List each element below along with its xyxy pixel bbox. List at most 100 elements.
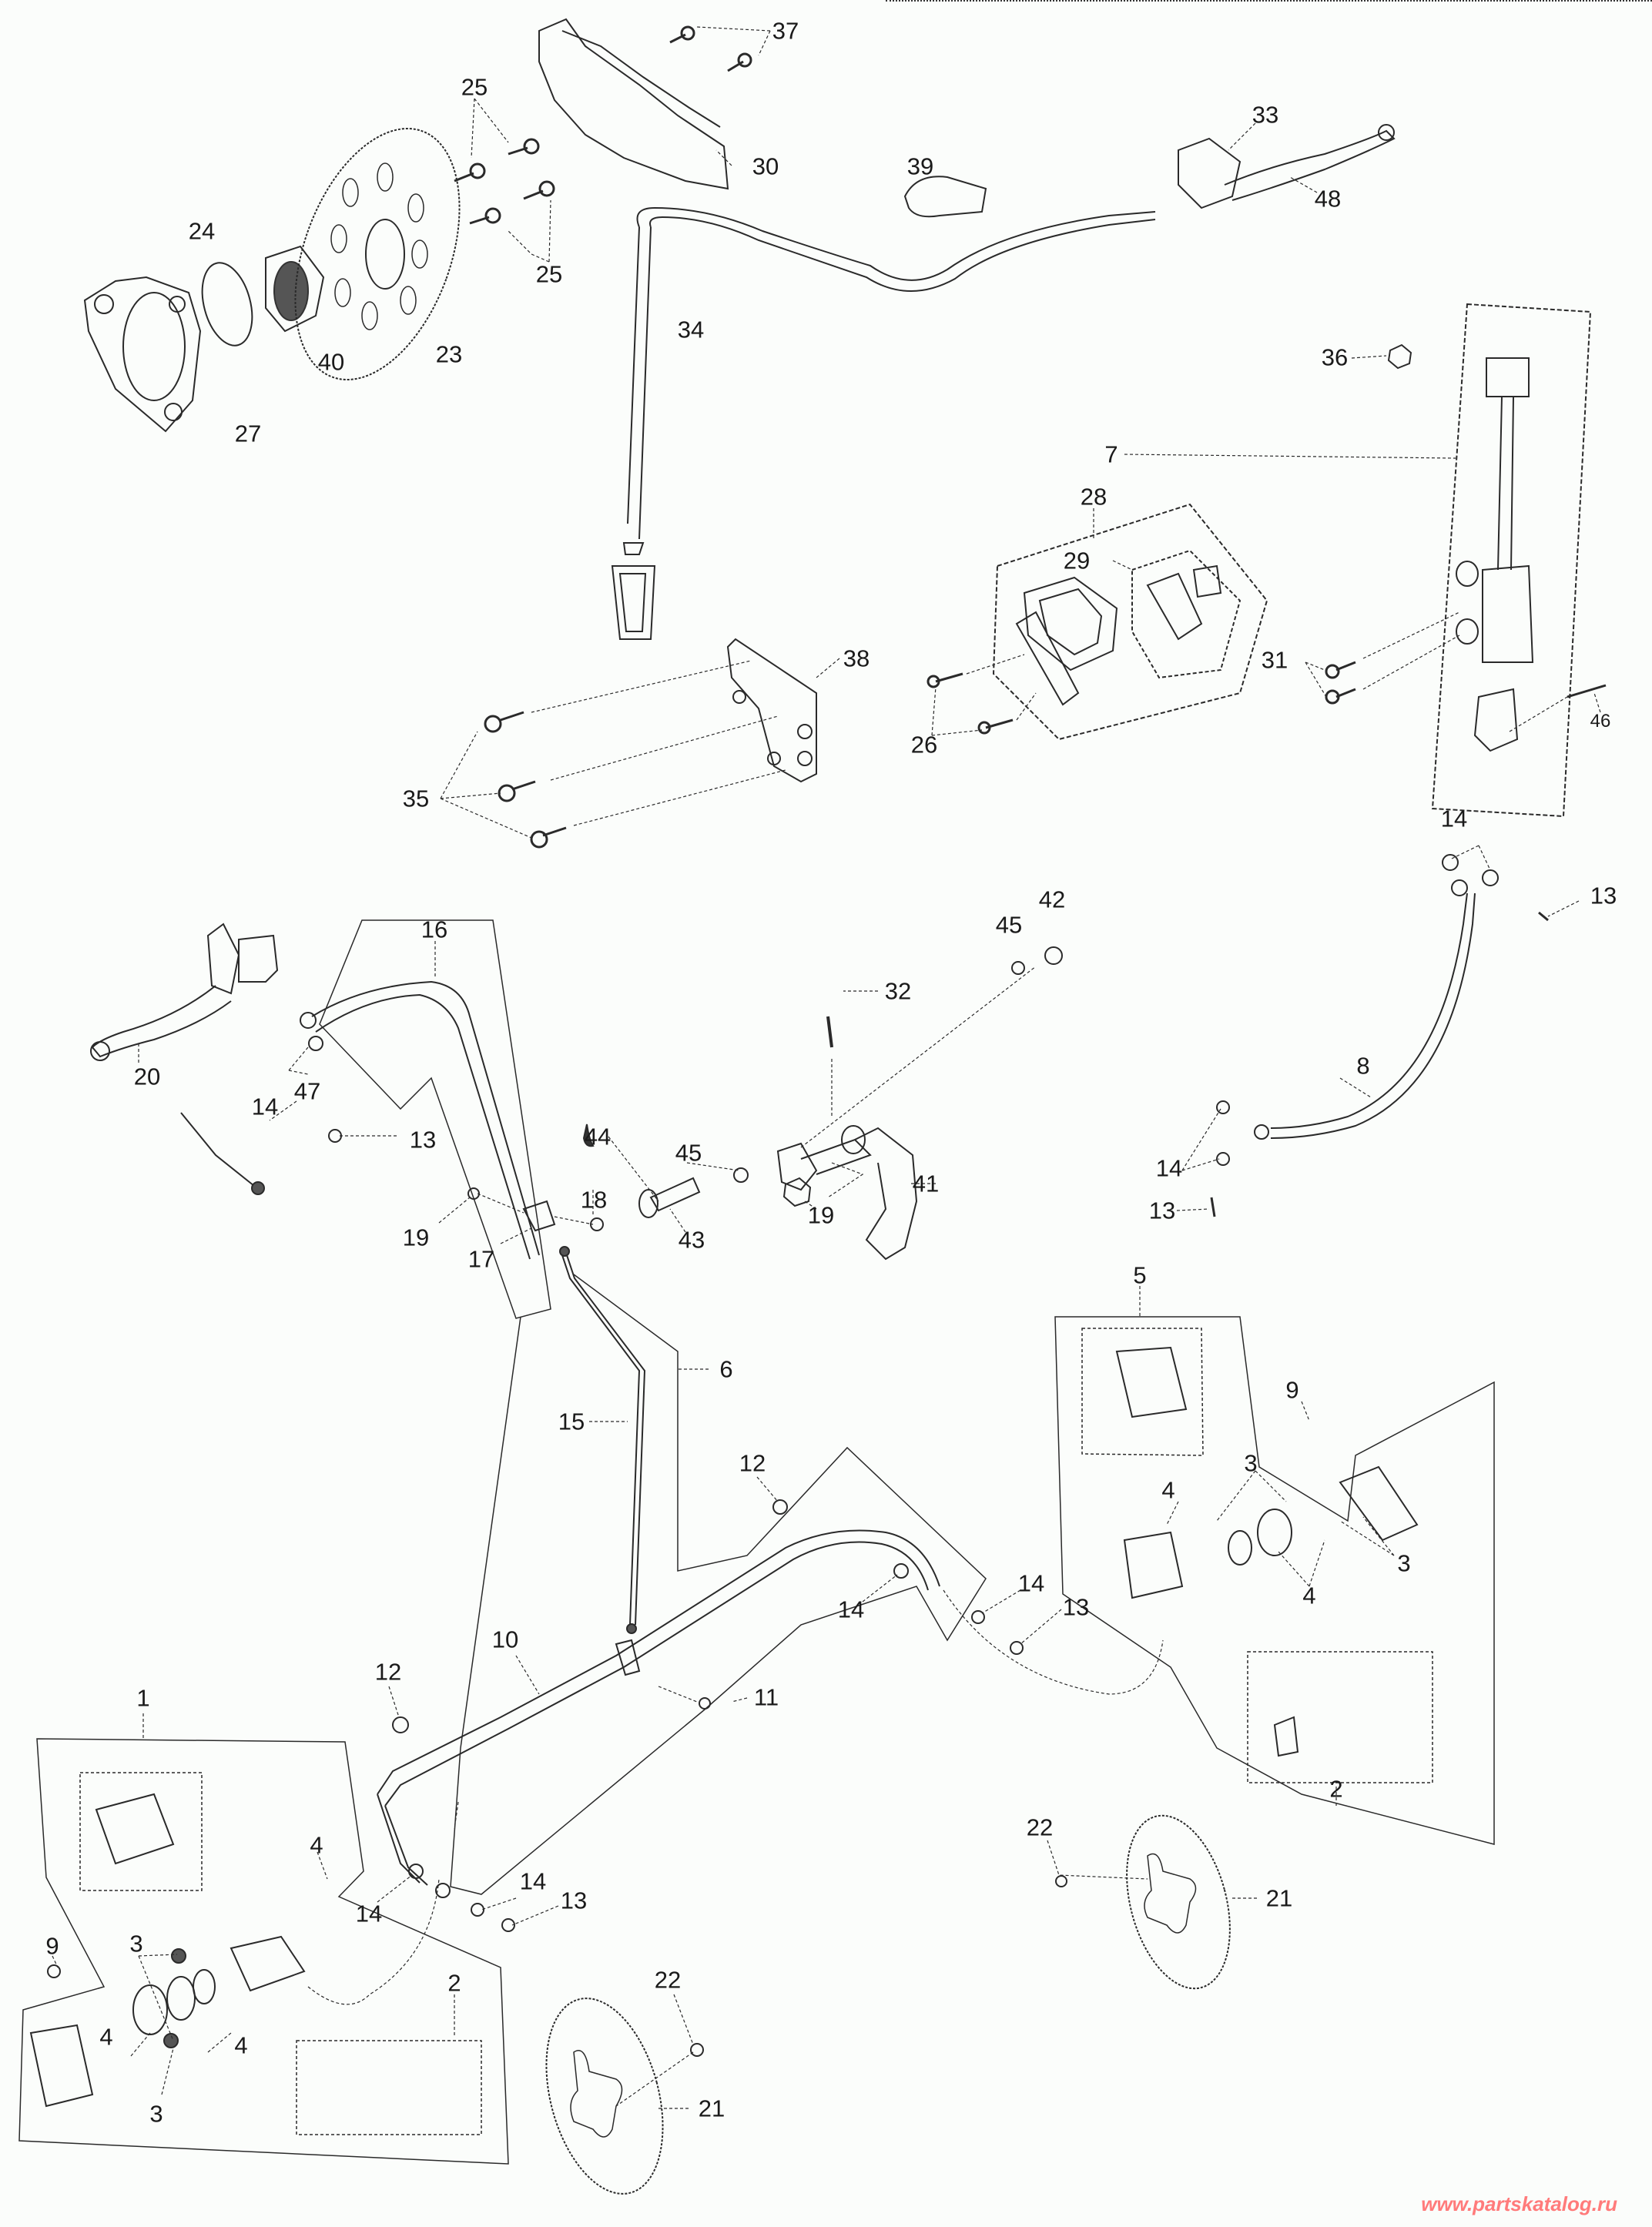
brake-disc-21-right xyxy=(1126,1814,1231,1990)
brake-hose-8 xyxy=(1210,854,1549,1217)
brake-pipe-10 xyxy=(377,1529,940,1886)
clip-12b xyxy=(392,1716,409,1733)
callout-7-master-cylinder[interactable]: 7 xyxy=(1104,440,1118,468)
callout-10-brake-pipe[interactable]: 10 xyxy=(491,1626,519,1653)
callout-14-washer[interactable]: 14 xyxy=(1440,805,1468,832)
callout-5-rear-caliper-assembly[interactable]: 5 xyxy=(1133,1261,1147,1289)
callout-45-washer[interactable]: 45 xyxy=(675,1139,702,1167)
brake-lever-48 xyxy=(1178,124,1396,209)
nut-19 xyxy=(782,1177,812,1207)
callout-42-washer[interactable]: 42 xyxy=(1038,886,1066,913)
callout-27-caliper-bracket[interactable]: 27 xyxy=(234,420,262,447)
callout-13-bolt[interactable]: 13 xyxy=(1062,1593,1090,1621)
fitting-14-13 xyxy=(893,1563,1024,1655)
callout-18-bolt[interactable]: 18 xyxy=(580,1186,608,1214)
callout-13-bolt[interactable]: 13 xyxy=(560,1887,588,1914)
callout-28-caliper-assembly[interactable]: 28 xyxy=(1080,483,1107,511)
o-ring-24 xyxy=(201,262,253,347)
callout-43-pivot-bolt[interactable]: 43 xyxy=(678,1226,705,1254)
line-frame-6 xyxy=(450,1274,987,1895)
screws-31 xyxy=(1325,661,1356,705)
lever-assembly-20 xyxy=(90,923,279,1061)
screws-26 xyxy=(927,672,1014,735)
callout-11-screw[interactable]: 11 xyxy=(753,1683,779,1711)
callout-2-brake-pad-kit[interactable]: 2 xyxy=(447,1969,461,1997)
callout-30-disc-guard[interactable]: 30 xyxy=(752,152,779,180)
callout-9-bolt[interactable]: 9 xyxy=(45,1932,59,1960)
brake-pipe-15 xyxy=(559,1246,646,1634)
callout-4-piston[interactable]: 4 xyxy=(99,2023,113,2051)
callout-39-clamp[interactable]: 39 xyxy=(906,152,934,180)
callout-22-screw[interactable]: 22 xyxy=(1026,1813,1054,1841)
callout-8-brake-hose[interactable]: 8 xyxy=(1356,1052,1370,1080)
callout-40-hub[interactable]: 40 xyxy=(317,348,345,376)
callout-36-nut[interactable]: 36 xyxy=(1321,343,1349,371)
callout-9-bolt[interactable]: 9 xyxy=(1285,1376,1299,1404)
callout-22-screw[interactable]: 22 xyxy=(654,1966,682,1994)
hose-frame-16 xyxy=(319,919,551,1319)
caliper-assembly-28 xyxy=(992,503,1268,741)
callout-17-bracket[interactable]: 17 xyxy=(467,1245,495,1273)
callout-25-screw[interactable]: 25 xyxy=(535,260,563,288)
callout-19-nut[interactable]: 19 xyxy=(402,1224,430,1251)
callout-14-washer[interactable]: 14 xyxy=(1017,1569,1045,1597)
screws-35 xyxy=(484,711,567,849)
callout-35-screw[interactable]: 35 xyxy=(402,785,430,812)
washer-42 xyxy=(1044,946,1063,965)
callout-13-bolt[interactable]: 13 xyxy=(1148,1197,1176,1224)
callout-3-slide-pin[interactable]: 3 xyxy=(1397,1549,1411,1577)
front-caliper-body xyxy=(29,1793,306,2108)
callout-14-washer[interactable]: 14 xyxy=(251,1093,279,1120)
brake-hose-16 xyxy=(300,980,540,1260)
callout-47-switch[interactable]: 47 xyxy=(293,1077,321,1105)
rear-caliper-body xyxy=(1115,1346,1419,1757)
nut-36 xyxy=(1387,343,1412,370)
callout-21-brake-disc[interactable]: 21 xyxy=(698,2095,725,2122)
callout-12-clip[interactable]: 12 xyxy=(374,1658,402,1686)
callout-48-brake-lever[interactable]: 48 xyxy=(1314,185,1342,213)
callout-23-brake-disc[interactable]: 23 xyxy=(435,340,463,368)
callout-3-slide-pin[interactable]: 3 xyxy=(1244,1449,1258,1477)
callout-21-brake-disc[interactable]: 21 xyxy=(1265,1884,1293,1912)
callout-37-screw[interactable]: 37 xyxy=(772,17,799,45)
watermark[interactable]: www.partskatalog.ru xyxy=(1421,2192,1617,2215)
callout-14-washer[interactable]: 14 xyxy=(837,1596,865,1623)
caliper-bracket-27 xyxy=(83,276,202,433)
callout-20-lever-assembly[interactable]: 20 xyxy=(133,1063,161,1090)
callout-31-screw[interactable]: 31 xyxy=(1261,646,1288,674)
callout-4-bleeder[interactable]: 4 xyxy=(310,1831,323,1859)
hub-40 xyxy=(265,245,325,333)
callout-15-brake-pipe[interactable]: 15 xyxy=(558,1408,585,1435)
callout-16-brake-hose[interactable]: 16 xyxy=(421,916,448,943)
callout-41-brake-pedal[interactable]: 41 xyxy=(912,1170,940,1197)
callout-3-slide-pin[interactable]: 3 xyxy=(149,2100,163,2128)
callout-34-cable[interactable]: 34 xyxy=(677,316,705,343)
callout-13-bolt[interactable]: 13 xyxy=(1590,882,1617,909)
disc-guard-30 xyxy=(538,18,729,190)
callout-6-brake-line-assembly[interactable]: 6 xyxy=(719,1355,733,1383)
callout-45-washer[interactable]: 45 xyxy=(995,911,1023,939)
callout-12-clip[interactable]: 12 xyxy=(739,1449,766,1477)
callout-13-bolt[interactable]: 13 xyxy=(409,1126,437,1154)
callout-33-lever-bracket[interactable]: 33 xyxy=(1252,101,1279,129)
callout-26-screw[interactable]: 26 xyxy=(910,731,938,759)
callout-14-washer[interactable]: 14 xyxy=(355,1900,383,1927)
callout-44-grease[interactable]: 44 xyxy=(584,1123,612,1150)
callout-32-spring[interactable]: 32 xyxy=(884,977,912,1005)
callout-46-pin[interactable]: 46 xyxy=(1590,711,1611,732)
callout-14-washer[interactable]: 14 xyxy=(1155,1154,1183,1182)
callout-2-brake-pad-kit[interactable]: 2 xyxy=(1329,1775,1343,1803)
callout-4-bleeder[interactable]: 4 xyxy=(1161,1476,1175,1504)
callout-25-screw[interactable]: 25 xyxy=(461,73,488,101)
callout-1-front-caliper-assembly[interactable]: 1 xyxy=(136,1684,150,1712)
callout-4-piston-seal[interactable]: 4 xyxy=(234,2031,248,2059)
callout-3-slide-pin[interactable]: 3 xyxy=(129,1930,143,1957)
callout-24-o-ring[interactable]: 24 xyxy=(188,217,216,245)
callout-19-nut[interactable]: 19 xyxy=(807,1201,835,1229)
callout-14-washer[interactable]: 14 xyxy=(519,1867,547,1895)
clamp-39 xyxy=(903,176,987,218)
callout-29-brake-pads[interactable]: 29 xyxy=(1063,547,1091,574)
callout-38-bracket[interactable]: 38 xyxy=(843,645,870,672)
callout-4-piston-seal[interactable]: 4 xyxy=(1302,1582,1316,1609)
